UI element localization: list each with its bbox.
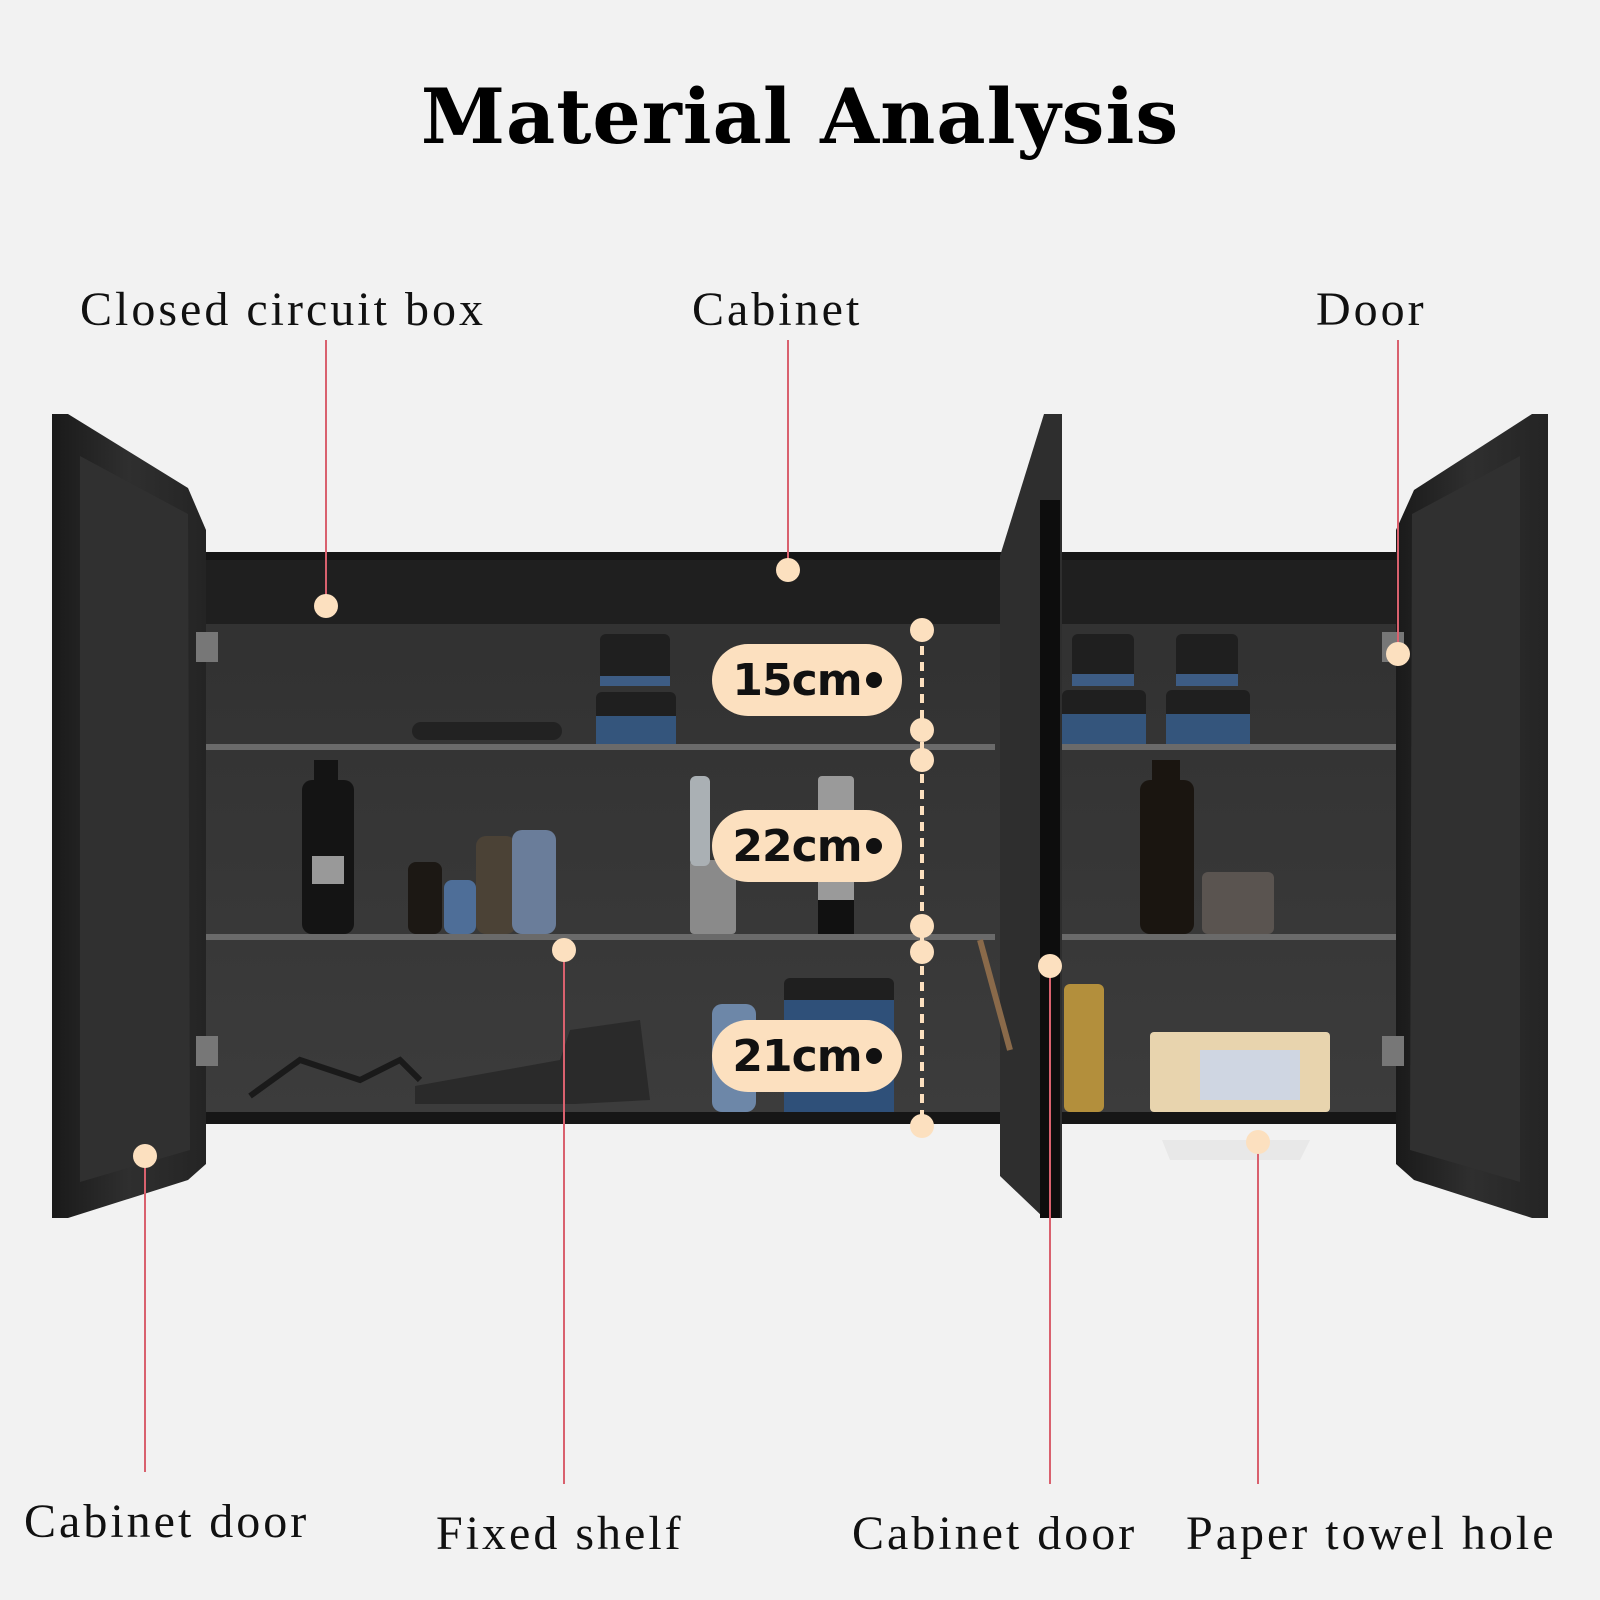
label-paper-towel-hole: Paper towel hole bbox=[1186, 1507, 1557, 1560]
label-cabinet-door-right: Cabinet door bbox=[852, 1507, 1138, 1560]
label-cabinet: Cabinet bbox=[692, 283, 863, 336]
label-fixed-shelf: Fixed shelf bbox=[436, 1507, 684, 1560]
label-cabinet-door-left: Cabinet door bbox=[24, 1495, 310, 1548]
dimension-line bbox=[910, 618, 934, 1138]
leader-lines bbox=[144, 340, 1399, 1484]
fixed-shelves bbox=[205, 744, 1400, 940]
marker-dots bbox=[133, 558, 1410, 1168]
label-door: Door bbox=[1316, 283, 1427, 336]
dimension-label-top: 15cm bbox=[712, 644, 902, 716]
dimension-label-middle: 22cm bbox=[712, 810, 902, 882]
page-title: Material Analysis bbox=[420, 72, 1180, 161]
shelf-products bbox=[248, 634, 1330, 1160]
dimension-label-bottom: 21cm bbox=[712, 1020, 902, 1092]
label-closed-circuit-box: Closed circuit box bbox=[80, 283, 486, 336]
